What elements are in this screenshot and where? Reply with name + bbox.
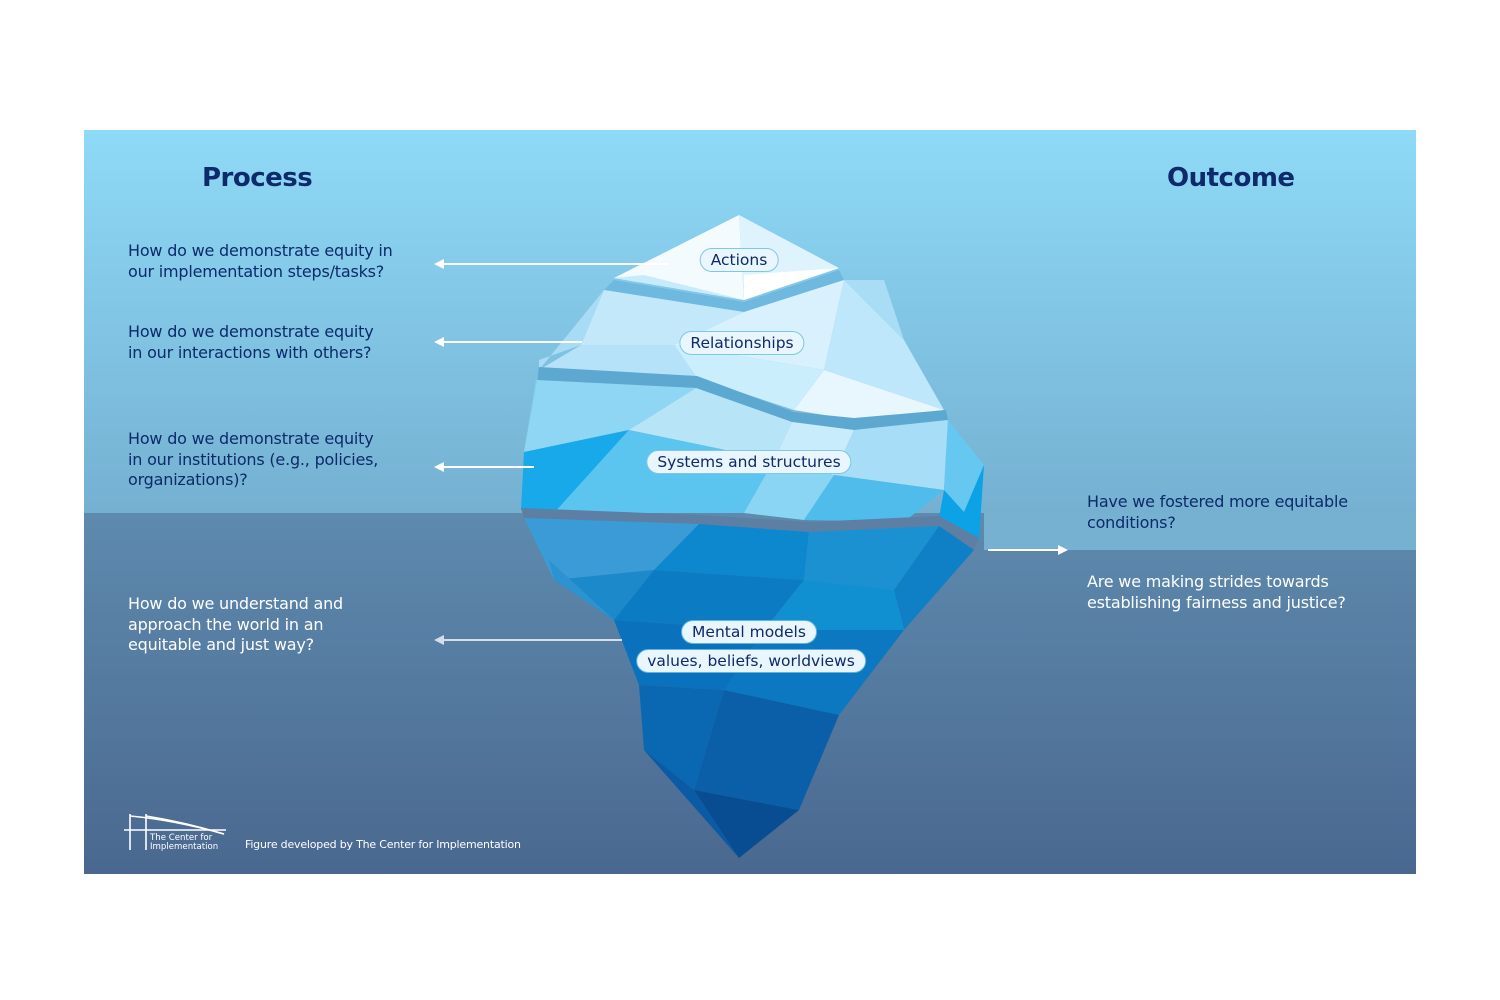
process-heading: Process [202, 163, 313, 193]
iceberg-graphic [84, 130, 1416, 874]
level-label-systems: Systems and structures [646, 450, 852, 474]
outcome-question-equitable: Have we fostered more equitable conditio… [1087, 492, 1348, 532]
outcome-heading: Outcome [1167, 163, 1295, 193]
level-label-mental-models: Mental models [681, 620, 817, 644]
bridge-icon [124, 814, 226, 850]
question-actions: How do we demonstrate equity in our impl… [128, 241, 393, 281]
outcome-question-fairness: Are we making strides towards establishi… [1087, 572, 1346, 612]
level-sublabel-mental-models: values, beliefs, worldviews [636, 649, 866, 673]
question-relationships: How do we demonstrate equity in our inte… [128, 322, 374, 362]
question-systems: How do we demonstrate equity in our inst… [128, 429, 379, 489]
logo-text: The Center for Implementation [150, 833, 219, 852]
process-arrows [434, 259, 669, 645]
iceberg-diagram: Process Outcome How do we demonstrate eq… [84, 130, 1416, 874]
question-mental-models: How do we understand and approach the wo… [128, 594, 343, 654]
level-label-actions: Actions [699, 248, 779, 272]
level-label-relationships: Relationships [679, 331, 805, 355]
figure-credit: Figure developed by The Center for Imple… [245, 838, 521, 851]
